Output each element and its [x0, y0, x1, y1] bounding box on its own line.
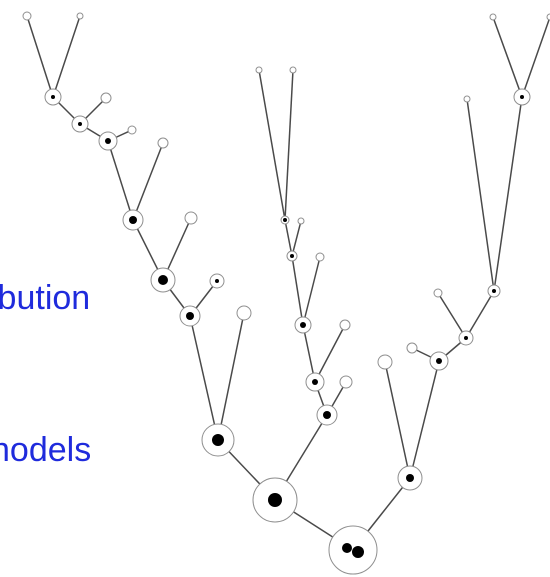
- tree-node: [71, 115, 89, 133]
- tree-node: [397, 465, 423, 491]
- tree-node: [433, 288, 443, 298]
- tree-node: [122, 209, 144, 231]
- tree-edge: [466, 98, 495, 292]
- tree-node: [458, 330, 474, 346]
- tree-edge: [291, 255, 304, 326]
- tree-edge: [302, 324, 316, 383]
- tree-edge: [26, 15, 54, 98]
- tree-edge: [437, 292, 467, 339]
- tree-node: [339, 375, 353, 389]
- tree-node: [487, 284, 501, 298]
- tree-node: [44, 88, 62, 106]
- tree-node: [209, 273, 225, 289]
- tree-node: [316, 404, 338, 426]
- tree-node: [127, 125, 137, 135]
- tree-edge: [291, 220, 302, 257]
- tree-edge: [314, 324, 346, 383]
- tree-node: [157, 137, 169, 149]
- tree-node: [76, 12, 84, 20]
- tree-edge: [132, 142, 164, 221]
- text-fragment-nodels: nodels: [0, 431, 92, 469]
- tree-node: [184, 211, 198, 225]
- tree-edge: [409, 360, 440, 479]
- tree-node: [252, 477, 298, 523]
- tree-node: [297, 217, 305, 225]
- tree-edge: [493, 96, 523, 292]
- tree-edge: [302, 256, 321, 326]
- tree-node: [429, 351, 449, 371]
- tree-node: [286, 250, 298, 262]
- tree-node: [489, 13, 497, 21]
- tree-edge: [465, 290, 495, 339]
- tree-node: [546, 13, 550, 21]
- tree-node: [513, 88, 531, 106]
- tree-node: [294, 316, 312, 334]
- tree-node: [339, 319, 351, 331]
- tree-edge: [107, 140, 134, 221]
- tree-node: [179, 305, 201, 327]
- tree-edge: [384, 361, 411, 479]
- tree-edge: [284, 69, 294, 221]
- root-inner-dot: [342, 543, 352, 553]
- tree-edge: [284, 219, 293, 257]
- tree-edge: [258, 69, 286, 221]
- tree-node: [100, 92, 112, 104]
- tree-node: [201, 423, 235, 457]
- tree-node: [305, 372, 325, 392]
- tree-node: [98, 131, 118, 151]
- tree-edge: [52, 15, 81, 98]
- tree-node: [315, 252, 325, 262]
- root-inner-dot: [352, 546, 364, 558]
- tree-node: [280, 215, 290, 225]
- tree-node: [255, 66, 263, 74]
- tree-edge: [189, 315, 219, 441]
- tree-edge: [217, 312, 245, 441]
- tree-edge: [521, 16, 550, 98]
- tree-node: [463, 95, 471, 103]
- tree-node: [236, 305, 252, 321]
- tree-node: [406, 342, 418, 354]
- text-fragment-ibution: ibution: [0, 279, 91, 317]
- tree-edge: [492, 16, 523, 98]
- tree-node: [377, 354, 393, 370]
- tree-node: [22, 11, 32, 21]
- tree-node: [150, 267, 176, 293]
- tree-node: [289, 66, 297, 74]
